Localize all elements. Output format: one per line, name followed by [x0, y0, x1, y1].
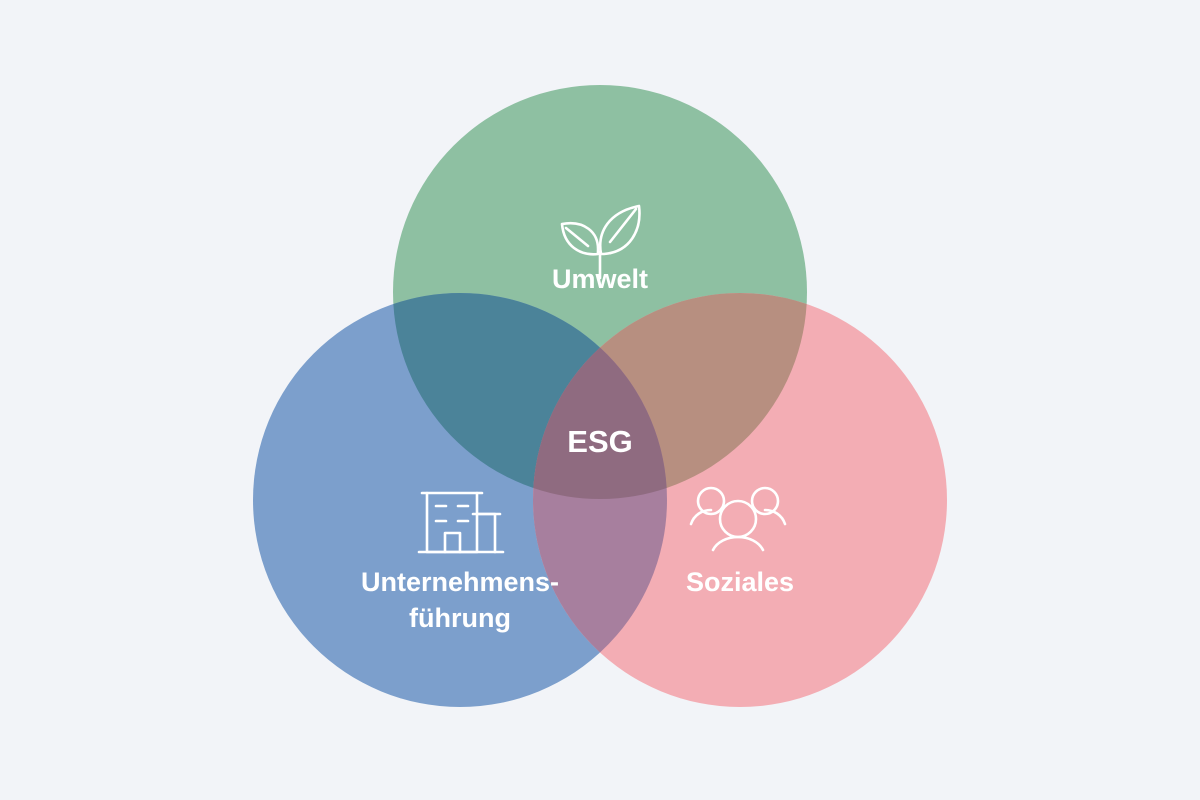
building-icon: [417, 491, 505, 554]
label-unternehmensfuehrung-line2: führung: [409, 603, 511, 633]
people-icon: [689, 486, 787, 552]
label-esg-center: ESG: [567, 424, 632, 459]
label-unternehmensfuehrung-line1: Unternehmens-: [361, 567, 559, 597]
label-soziales: Soziales: [686, 567, 794, 597]
label-umwelt: Umwelt: [552, 264, 648, 294]
leaf-icon: [560, 204, 641, 280]
